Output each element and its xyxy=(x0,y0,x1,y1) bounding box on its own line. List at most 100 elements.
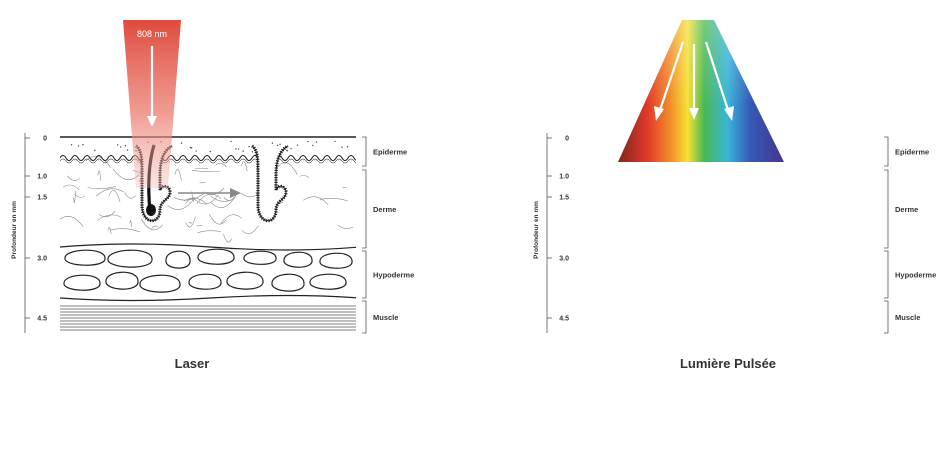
fat-lobule xyxy=(283,251,313,268)
panel-caption: Lumière Pulsée xyxy=(680,356,776,371)
dermis-fiber xyxy=(613,221,641,230)
dermis-fiber xyxy=(185,197,197,204)
dermis-fiber xyxy=(209,214,227,225)
epidermis-dot xyxy=(237,148,240,150)
dermis-fiber xyxy=(611,173,615,184)
epidermis-dot xyxy=(209,150,211,153)
dermis-fiber xyxy=(108,190,121,203)
epidermis-dot xyxy=(334,140,336,143)
dermis-fiber xyxy=(775,219,789,220)
depth-tick-label: 1.5 xyxy=(559,195,569,202)
layer-bracket xyxy=(362,169,367,249)
fat-lobule xyxy=(749,272,785,289)
layer-label-muscle: Muscle xyxy=(895,313,920,322)
epidermis-dot xyxy=(70,144,73,146)
dermis-fiber xyxy=(822,223,844,226)
dermis-fiber xyxy=(582,174,583,181)
depth-tick-label: 1.5 xyxy=(37,195,47,202)
layer-label-derme: Derme xyxy=(895,205,918,214)
epidermis-dot xyxy=(841,143,842,144)
epidermis-dot xyxy=(805,144,806,145)
epidermis-dot xyxy=(271,142,274,144)
depth-axis-title: Profondeur en mm xyxy=(11,201,18,259)
epidermis-dot xyxy=(844,146,845,147)
dermis-fiber xyxy=(223,234,232,243)
dermis-fiber xyxy=(667,213,677,214)
fat-lobule xyxy=(720,249,756,264)
epidermis-dot xyxy=(82,144,84,146)
dermis-fiber xyxy=(684,199,709,210)
dermis-fiber xyxy=(188,221,192,224)
epidermis-dot xyxy=(796,143,797,144)
fat-lobule xyxy=(271,273,305,292)
dermis-fiber xyxy=(174,169,182,181)
epidermis-dot xyxy=(230,140,232,143)
dermis-fiber xyxy=(107,227,112,235)
dermis-fiber xyxy=(241,161,248,172)
fat-lobule xyxy=(64,249,106,266)
epidermis-dot xyxy=(190,147,193,149)
layer-bracket xyxy=(884,169,889,249)
dermis-fiber xyxy=(151,225,158,229)
fat-lobule xyxy=(105,271,139,290)
dermis-fiber xyxy=(604,211,632,218)
dermis-fiber xyxy=(732,225,759,232)
fat-lobule xyxy=(688,251,712,268)
layer-label-muscle: Muscle xyxy=(373,313,398,322)
epidermis-dot xyxy=(346,146,349,148)
hypodermis-muscle-boundary xyxy=(582,296,882,301)
epidermis-dot xyxy=(242,150,244,152)
dermis-fiber xyxy=(696,196,699,202)
fat-lobule xyxy=(794,274,826,291)
dermis-fiber xyxy=(191,191,195,202)
dermis-fiber xyxy=(672,172,687,173)
dermis-fiber xyxy=(185,216,196,228)
dermis-fiber xyxy=(97,170,102,181)
arrow-down-icon xyxy=(689,108,699,120)
layer-bracket xyxy=(362,250,367,299)
dermis-fiber xyxy=(772,207,773,212)
dermis-fiber xyxy=(776,184,784,196)
dermis-fiber xyxy=(582,161,599,168)
dermis-fiber xyxy=(590,210,599,220)
dermis-fiber xyxy=(220,214,242,224)
dermis-fiber xyxy=(627,191,637,198)
epidermis-dot xyxy=(608,152,609,153)
epidermis-dot xyxy=(315,141,318,143)
dermis-fiber xyxy=(790,207,808,210)
pulsed-light-beam xyxy=(618,20,784,162)
fat-lobule xyxy=(711,274,743,289)
epidermis-dot xyxy=(296,144,299,146)
dermis-fiber xyxy=(760,164,781,172)
epidermis-dot xyxy=(809,150,810,151)
fat-lobule xyxy=(766,251,798,264)
dermis-fiber xyxy=(830,184,838,190)
dermis-fiber xyxy=(276,162,298,175)
dermis-hypodermis-boundary xyxy=(60,243,356,251)
epidermis-dot xyxy=(77,145,80,147)
fat-lobule xyxy=(587,250,627,265)
dermis-fiber xyxy=(740,223,753,225)
dermis-fiber xyxy=(863,226,880,231)
layer-bracket xyxy=(884,250,889,299)
epidermis-dot xyxy=(279,143,281,146)
layer-label-hypoderme: Hypoderme xyxy=(373,271,414,280)
epidermis-dot xyxy=(312,144,314,147)
arrow-right-icon xyxy=(230,188,241,198)
dermis-fiber xyxy=(85,155,111,168)
dermis-fiber xyxy=(817,201,821,210)
fat-lobule xyxy=(628,272,660,289)
hypodermis-muscle-boundary xyxy=(60,294,356,302)
layer-bracket xyxy=(884,300,889,334)
dermis-fiber xyxy=(67,175,80,181)
dermis-fiber xyxy=(662,179,691,182)
epidermis-dot xyxy=(839,151,840,152)
dermis-fiber xyxy=(73,190,76,203)
dermis-fiber xyxy=(781,200,808,208)
depth-tick-label: 4.5 xyxy=(37,316,47,323)
dermis-fiber xyxy=(805,188,825,189)
epidermis-dot xyxy=(877,149,878,150)
dermis-fiber xyxy=(800,164,829,167)
